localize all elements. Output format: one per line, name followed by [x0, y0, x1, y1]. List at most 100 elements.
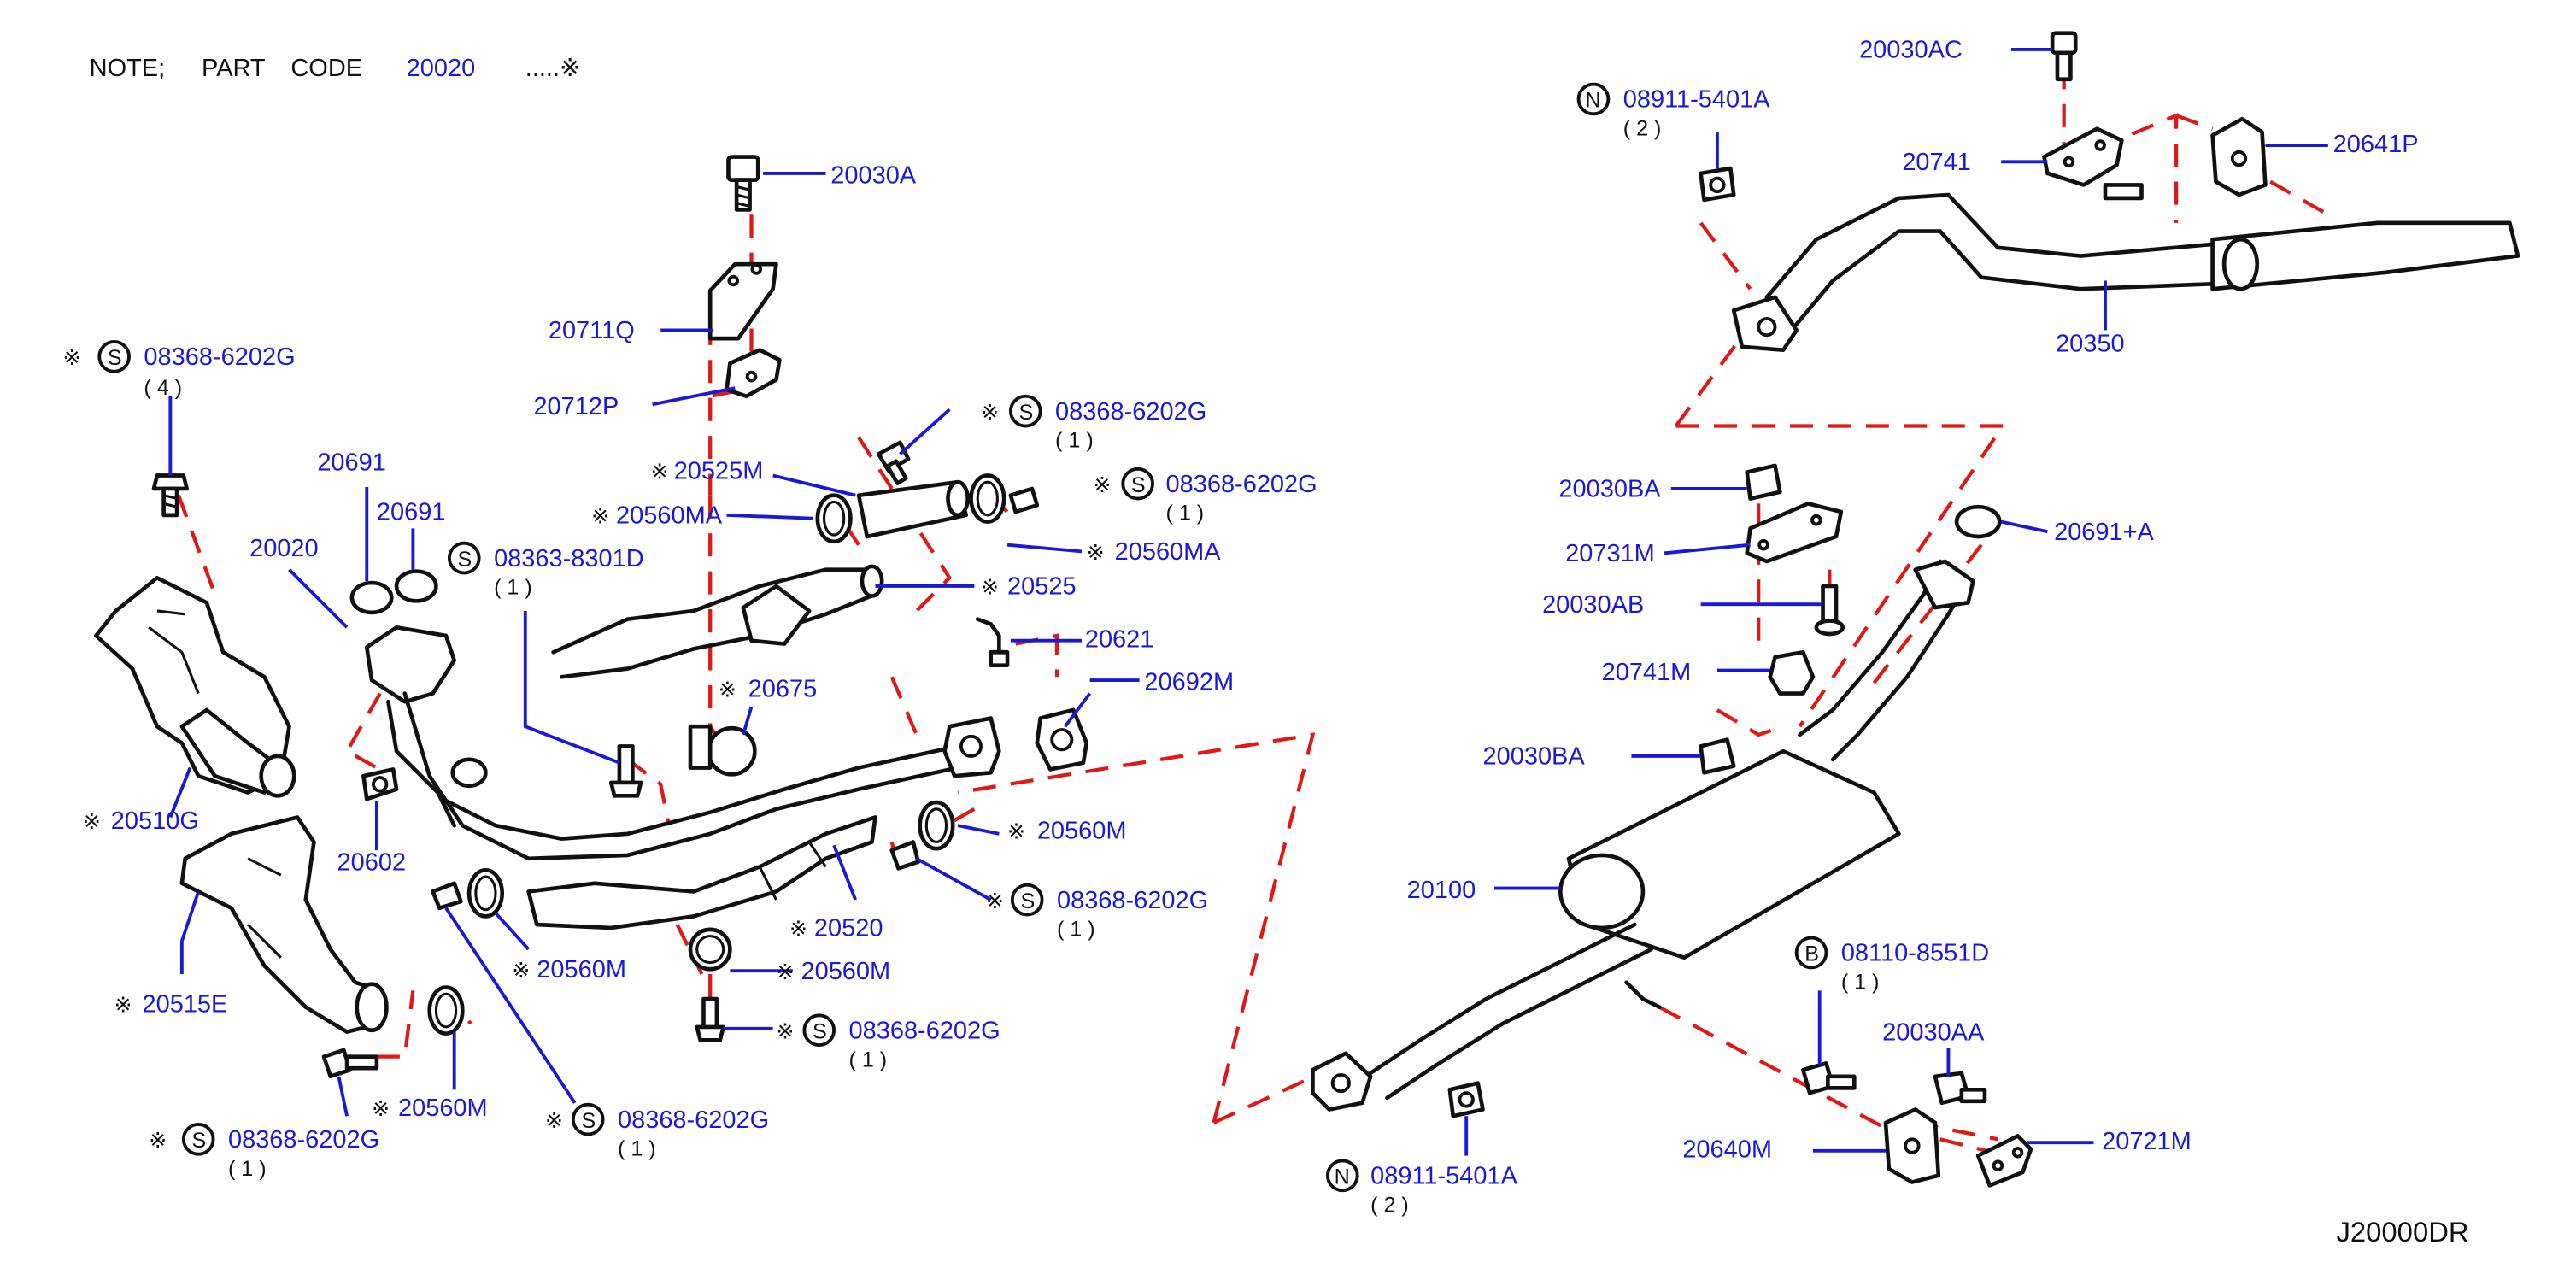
- label-08911-5401A-bottom[interactable]: 08911-5401A: [1370, 1162, 1517, 1189]
- stud-08363-8301D[interactable]: [608, 744, 643, 798]
- label-20621[interactable]: 20621: [1085, 625, 1154, 653]
- bolt-20030AA[interactable]: [1933, 1071, 1987, 1106]
- label-20691-a[interactable]: 20691: [317, 449, 386, 477]
- label-20691-b[interactable]: 20691: [377, 499, 446, 526]
- clamp-20560M-mid[interactable]: [688, 927, 732, 972]
- qty-08368-tc2: ( 1 ): [1166, 502, 1205, 525]
- gasket-20691-a[interactable]: [349, 580, 394, 615]
- clamp-20560M-right[interactable]: [918, 800, 955, 851]
- label-20741M[interactable]: 20741M: [1602, 659, 1692, 686]
- flange-pipe-end: [942, 716, 1001, 778]
- label-08368-bl[interactable]: 08368-6202G: [228, 1126, 379, 1154]
- bolt-08368-tc1[interactable]: [876, 440, 911, 485]
- label-08368-tl[interactable]: 08368-6202G: [144, 343, 295, 371]
- label-20560M-center[interactable]: 20560M: [537, 956, 626, 983]
- bracket-20711Q[interactable]: [707, 261, 778, 341]
- label-20525[interactable]: 20525: [1007, 573, 1077, 601]
- bolt-08368-bl[interactable]: [321, 1048, 379, 1079]
- svg-text:※: ※: [63, 346, 81, 370]
- nut-08911-5401A-bottom[interactable]: [1447, 1081, 1485, 1118]
- label-20030AC[interactable]: 20030AC: [1859, 37, 1963, 64]
- qty-08368-tl: ( 4 ): [144, 376, 182, 400]
- nut-20030BA-bottom[interactable]: [1699, 737, 1736, 775]
- bracket-20731M[interactable]: [1745, 502, 1844, 564]
- label-20712P[interactable]: 20712P: [533, 393, 619, 420]
- label-20692M[interactable]: 20692M: [1144, 669, 1234, 696]
- muffler-20100[interactable]: [1311, 559, 1975, 1112]
- label-08368-tc2[interactable]: 08368-6202G: [1166, 471, 1317, 498]
- bolt-08368-tl[interactable]: [151, 473, 189, 518]
- label-20560MA-right[interactable]: 20560MA: [1115, 538, 1222, 566]
- label-20641P[interactable]: 20641P: [2333, 131, 2419, 158]
- label-20560MA-left[interactable]: 20560MA: [616, 502, 723, 530]
- label-20030BA-top[interactable]: 20030BA: [1558, 476, 1661, 503]
- sensor-20621[interactable]: [975, 617, 1010, 668]
- label-20675[interactable]: 20675: [748, 675, 818, 702]
- label-20520[interactable]: 20520: [814, 915, 883, 942]
- label-08363-8301D[interactable]: 08363-8301D: [494, 545, 644, 572]
- bracket-20712P[interactable]: [725, 348, 782, 399]
- label-20560M-right[interactable]: 20560M: [1037, 818, 1127, 845]
- svg-text:S: S: [1020, 889, 1035, 913]
- bolt-08368-mc[interactable]: [695, 996, 725, 1042]
- label-20510G[interactable]: 20510G: [111, 807, 199, 835]
- front-tube-20020[interactable]: [364, 625, 960, 861]
- note-code-value[interactable]: 20020: [407, 55, 476, 82]
- label-20602[interactable]: 20602: [337, 848, 407, 876]
- bolt-08110-8551D[interactable]: [1801, 1061, 1857, 1095]
- pipe-20525M[interactable]: [856, 479, 970, 539]
- label-20350[interactable]: 20350: [2056, 331, 2125, 358]
- nut-20030BA-top[interactable]: [1745, 463, 1782, 501]
- bolt-20030A[interactable]: [726, 155, 760, 212]
- clamp-20560MA-left[interactable]: [815, 493, 853, 544]
- gasket-20691-b[interactable]: [394, 569, 438, 603]
- svg-text:※: ※: [149, 1129, 167, 1153]
- clamp-20560MA-right[interactable]: [969, 473, 1006, 524]
- label-08368-mr[interactable]: 08368-6202G: [1057, 887, 1208, 914]
- label-20640M[interactable]: 20640M: [1682, 1136, 1772, 1164]
- label-20030A[interactable]: 20030A: [830, 161, 917, 189]
- stud-20030AB[interactable]: [1814, 584, 1845, 637]
- mount-20675[interactable]: [688, 724, 757, 777]
- insulator-20641P[interactable]: [2210, 116, 2268, 197]
- label-20030AB[interactable]: 20030AB: [1542, 591, 1644, 619]
- nut-20602[interactable]: [361, 767, 399, 801]
- svg-text:※: ※: [986, 889, 1004, 913]
- bolt-08368-bc[interactable]: [431, 881, 463, 911]
- label-20741[interactable]: 20741: [1902, 149, 1971, 176]
- label-20100[interactable]: 20100: [1407, 877, 1476, 904]
- center-pipe-20525[interactable]: [551, 564, 884, 679]
- label-08911-5401A-top[interactable]: 08911-5401A: [1623, 86, 1770, 114]
- label-20731M[interactable]: 20731M: [1565, 540, 1655, 567]
- mount-20741M[interactable]: [1768, 649, 1816, 696]
- insulator-20640M[interactable]: [1883, 1107, 1941, 1184]
- bolt-08368-tc2[interactable]: [1008, 486, 1040, 514]
- bolt-20030AC[interactable]: [2050, 31, 2078, 82]
- tailpipe-20350[interactable]: [1731, 192, 2520, 352]
- label-08368-tc1[interactable]: 08368-6202G: [1055, 398, 1206, 426]
- bolt-08368-mr[interactable]: [889, 840, 920, 871]
- heat-shield-20520[interactable]: [526, 815, 877, 930]
- label-20691-A[interactable]: 20691+A: [2054, 519, 2154, 546]
- bracket-20741[interactable]: [2042, 126, 2144, 201]
- label-20721M[interactable]: 20721M: [2102, 1128, 2192, 1155]
- clamp-20560M-center[interactable]: [466, 867, 505, 919]
- label-08368-mc[interactable]: 08368-6202G: [849, 1017, 1000, 1044]
- label-20515E[interactable]: 20515E: [142, 990, 227, 1018]
- label-08368-bc[interactable]: 08368-6202G: [618, 1107, 769, 1134]
- label-08110-8551D[interactable]: 08110-8551D: [1841, 940, 1989, 967]
- bracket-20721M[interactable]: [1975, 1134, 2033, 1188]
- label-20525M[interactable]: 20525M: [674, 457, 764, 484]
- label-20560M-mid[interactable]: 20560M: [801, 958, 890, 985]
- heat-shield-20510G[interactable]: [94, 575, 296, 798]
- gasket-20692M[interactable]: [1035, 707, 1089, 772]
- label-20020[interactable]: 20020: [249, 535, 319, 562]
- label-20560M-bottom[interactable]: 20560M: [398, 1095, 488, 1122]
- label-20030AA[interactable]: 20030AA: [1882, 1019, 1985, 1046]
- nut-08911-5401A-top[interactable]: [1699, 166, 1736, 203]
- clamp-20560M-bottom[interactable]: [427, 985, 465, 1036]
- gasket-20691-A[interactable]: [1954, 504, 2002, 539]
- label-20030BA-bottom[interactable]: 20030BA: [1483, 743, 1586, 771]
- heat-shield-20515E[interactable]: [179, 815, 389, 1035]
- label-20711Q[interactable]: 20711Q: [549, 317, 635, 344]
